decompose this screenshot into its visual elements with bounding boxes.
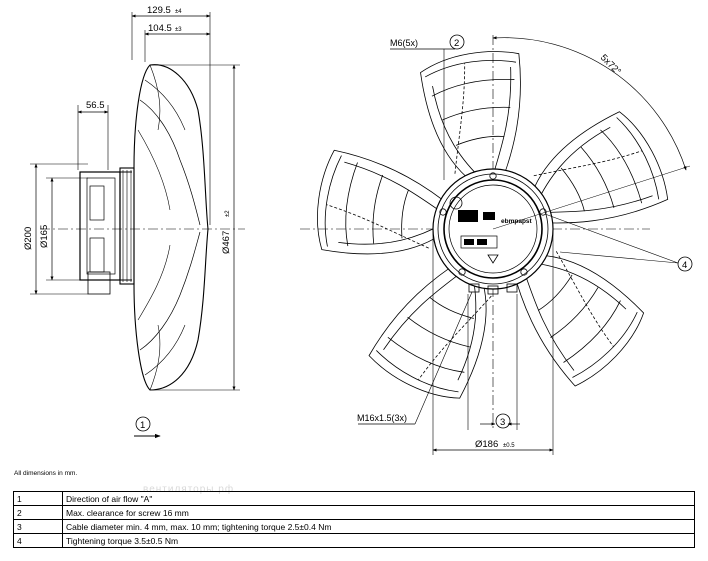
dim-dia-200: Ø200 <box>23 227 34 250</box>
legend-text: Direction of air flow "A" <box>62 491 695 506</box>
legend-number: 4 <box>13 533 63 548</box>
dim-overall-depth-tol: ±4 <box>175 9 182 15</box>
legend-row: 3 Cable diameter min. 4 mm, max. 10 mm; … <box>13 519 695 534</box>
dim-motor-depth: 56.5 <box>86 100 105 111</box>
dim-blade-depth: 104.5 <box>148 23 172 34</box>
legend-row: 1 Direction of air flow "A" <box>13 491 695 506</box>
dim-dia-467: Ø467 <box>221 231 232 254</box>
label-plate <box>458 210 478 222</box>
technical-drawing: 129.5 ±4 104.5 ±3 56.5 Ø200 Ø165 Ø467 ±2… <box>23 5 693 455</box>
watermark: вентиляторы.рф <box>143 484 235 495</box>
legend-table: 1 Direction of air flow "A" 2 Max. clear… <box>13 491 695 548</box>
units-note: All dimensions in mm. <box>14 470 78 477</box>
side-view: 129.5 ±4 104.5 ±3 56.5 Ø200 Ø165 Ø467 ±2… <box>23 5 245 439</box>
callout-4: 4 <box>682 260 687 271</box>
legend-text: Max. clearance for screw 16 mm <box>62 505 695 520</box>
legend-number: 2 <box>13 505 63 520</box>
thread-m16-label: M16x1.5(3x) <box>357 413 407 423</box>
dim-dia-165: Ø165 <box>39 225 50 248</box>
callout-3: 3 <box>500 417 505 428</box>
callout-2: 2 <box>454 38 459 49</box>
cable-gland <box>87 271 111 295</box>
legend-row: 2 Max. clearance for screw 16 mm <box>13 505 695 520</box>
dim-dia-186-tol: ±0.5 <box>503 443 515 449</box>
airflow-callout <box>135 416 151 432</box>
legend-number: 3 <box>13 519 63 534</box>
angle-label: 5x72° <box>598 52 623 77</box>
front-view: ebmpapst M6(5x) 2 5x72° 4 M16x1.5(3x) <box>300 34 693 455</box>
blade-profile <box>133 64 209 391</box>
legend-number: 1 <box>13 491 63 506</box>
legend-text: Cable diameter min. 4 mm, max. 10 mm; ti… <box>62 519 695 534</box>
legend-text: Tightening torque 3.5±0.5 Nm <box>62 533 695 548</box>
motor-body <box>79 171 121 281</box>
dim-overall-depth: 129.5 <box>147 5 171 16</box>
legend-row: 4 Tightening torque 3.5±0.5 Nm <box>13 533 695 548</box>
airflow-callout-number: 1 <box>140 420 145 431</box>
thread-m6-label: M6(5x) <box>390 38 418 48</box>
dim-blade-depth-tol: ±3 <box>175 27 182 33</box>
dim-dia-467-tol: ±2 <box>225 210 231 217</box>
hub-rotor <box>443 179 543 279</box>
dim-dia-186: Ø186 <box>475 439 498 450</box>
